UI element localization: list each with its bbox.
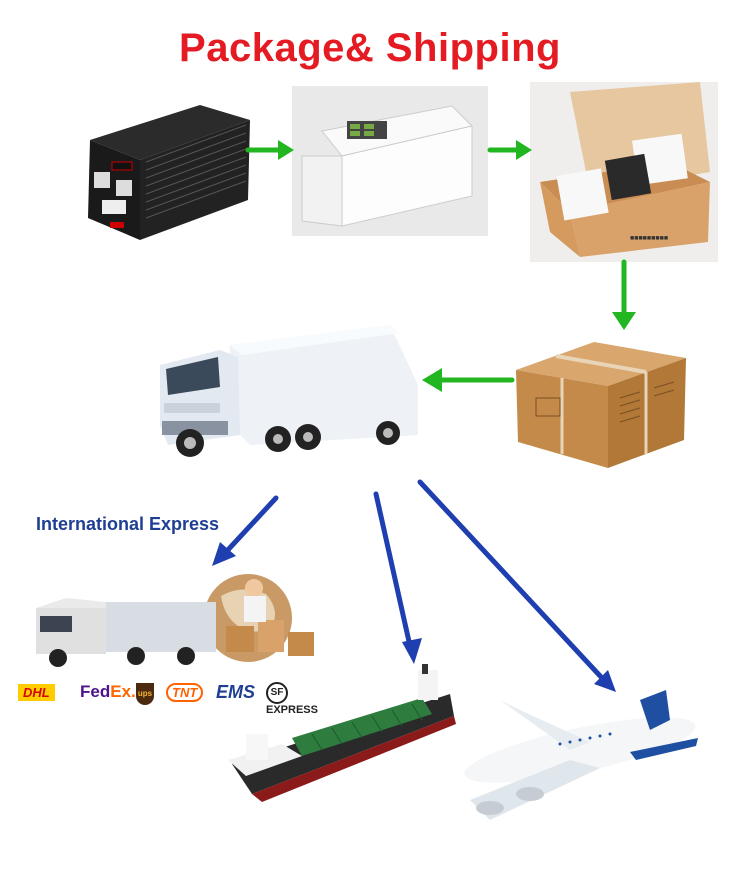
tnt-logo: TNT — [166, 683, 204, 702]
open-box-icon: ■■■■■■■■■ — [530, 82, 718, 262]
fedex-logo-ex: Ex. — [110, 682, 136, 701]
ems-logo: EMS — [216, 682, 256, 702]
courier-logos: DHL FedEx. ups TNT EMS SF EXPRESS — [18, 680, 328, 716]
truck-icon — [160, 325, 418, 457]
sealed-carton-icon — [516, 342, 686, 468]
page-title: Package& Shipping — [179, 26, 561, 70]
international-express-label: International Express — [36, 514, 220, 534]
svg-text:■■■■■■■■■: ■■■■■■■■■ — [630, 235, 668, 242]
sf-express-mark: SF — [266, 682, 288, 704]
fedex-logo: FedEx. — [80, 682, 136, 702]
sf-express-logo: SF EXPRESS — [266, 682, 328, 716]
fedex-logo-fed: Fed — [80, 682, 111, 701]
cargo-ship-icon — [228, 664, 456, 802]
foam-packing-icon — [292, 86, 488, 236]
inverter-icon — [88, 105, 250, 240]
ups-logo: ups — [136, 683, 154, 705]
courier-delivery-icon — [36, 574, 314, 667]
airplane-icon — [464, 690, 698, 820]
dhl-logo: DHL — [18, 684, 55, 701]
sf-express-text: EXPRESS — [266, 704, 318, 716]
